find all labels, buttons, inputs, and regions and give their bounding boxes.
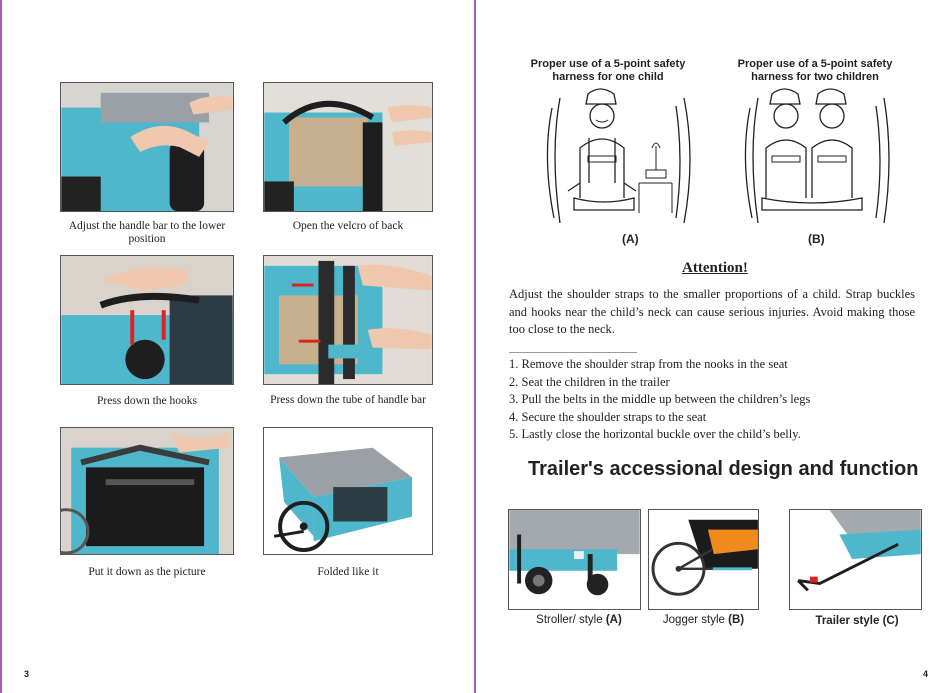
hooks-press-photo	[60, 255, 234, 385]
harness-label-b: (B)	[808, 232, 825, 246]
tube-press-photo	[263, 255, 433, 385]
one-child-harness-diagram	[546, 88, 691, 224]
jogger-style-illustration	[649, 510, 758, 609]
stroller-style-illustration	[509, 510, 640, 609]
folded-trailer-photo	[263, 427, 433, 555]
frame-down-illustration	[61, 428, 233, 554]
folded-trailer-illustration	[264, 428, 432, 554]
harness-step: 5. Lastly close the horizontal buckle ov…	[509, 427, 801, 441]
harness-step: 1. Remove the shoulder strap from the no…	[509, 357, 788, 371]
stroller-style-photo	[508, 509, 641, 610]
page-edge	[0, 0, 2, 693]
step-caption-6: Folded like it	[317, 566, 379, 578]
harness-label-a: (A)	[622, 232, 639, 246]
style-letter-c: (C)	[882, 615, 899, 627]
step-caption-1: Adjust the handle bar to the lower posit…	[68, 220, 226, 245]
step-caption-4: Press down the tube of handle bar	[270, 394, 426, 406]
step-caption-2: Open the velcro of back	[292, 220, 404, 232]
tube-press-illustration	[264, 256, 432, 384]
style-letter-b: (B)	[728, 614, 745, 626]
style-caption-c: Trailer style (C)	[802, 615, 912, 627]
attention-paragraph: Adjust the shoulder straps to the smalle…	[509, 287, 915, 336]
two-children-harness-diagram	[744, 88, 890, 224]
harness-step: 2. Seat the children in the trailer	[509, 374, 670, 389]
page-number: 4	[922, 669, 928, 679]
step-caption-3: Press down the hooks	[97, 395, 197, 407]
trailer-style-illustration	[790, 510, 921, 609]
style-caption-b-text: Jogger style	[662, 614, 725, 626]
velcro-open-photo	[263, 82, 433, 212]
harness-steps-list: 1. Remove the shoulder strap from the no…	[509, 356, 810, 444]
style-letter-a: (A)	[605, 614, 622, 626]
harness-one-child-title: Proper use of a 5-point safety harness f…	[530, 58, 686, 83]
frame-down-photo	[60, 427, 234, 555]
style-caption-a: Stroller/ style (A)	[524, 614, 634, 626]
attention-title: Attention!	[682, 260, 748, 276]
section-heading: Trailer's accessional design and functio…	[528, 458, 919, 480]
jogger-style-photo	[648, 509, 759, 610]
harness-step: 4. Secure the shoulder straps to the sea…	[509, 409, 707, 424]
handlebar-adjust-illustration	[61, 83, 233, 211]
harness-two-children-title: Proper use of a 5-point safety harness f…	[737, 58, 893, 83]
style-caption-b: Jogger style (B)	[648, 614, 759, 626]
book-spine	[474, 0, 476, 693]
trailer-style-photo	[789, 509, 922, 610]
style-caption-a-text: Stroller/ style	[536, 614, 603, 626]
velcro-open-illustration	[264, 83, 432, 211]
manual-page-4: Proper use of a 5-point safety harness f…	[476, 0, 950, 693]
divider	[509, 352, 637, 353]
page-number: 3	[24, 669, 30, 679]
manual-page-3: Adjust the handle bar to the lower posit…	[2, 0, 474, 693]
style-caption-c-text: Trailer style	[815, 615, 880, 627]
step-caption-5: Put it down as the picture	[88, 566, 206, 578]
harness-step: 3. Pull the belts in the middle up betwe…	[509, 392, 811, 406]
hooks-press-illustration	[61, 256, 233, 384]
handlebar-adjust-photo	[60, 82, 234, 212]
